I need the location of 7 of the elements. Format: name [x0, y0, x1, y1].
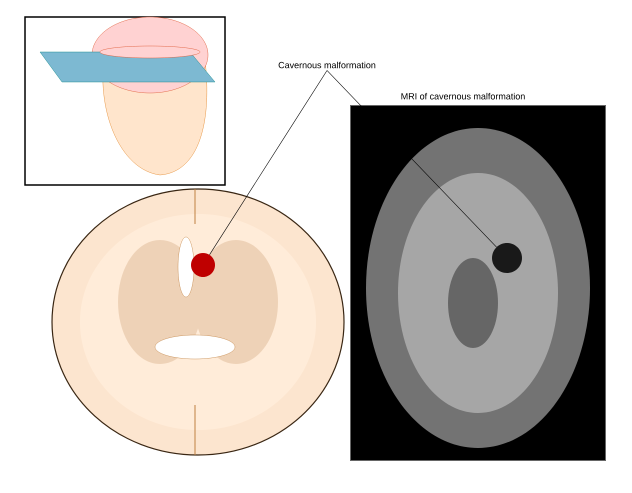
lesion: [492, 243, 522, 273]
brain-illustration: [51, 188, 345, 456]
leader-line: [209, 70, 328, 256]
leader-line: [326, 70, 497, 248]
callout-label: Cavernous malformation: [278, 62, 376, 68]
panel-heading: MRI of cavernous malformation: [401, 92, 525, 100]
lesion: [191, 253, 215, 277]
